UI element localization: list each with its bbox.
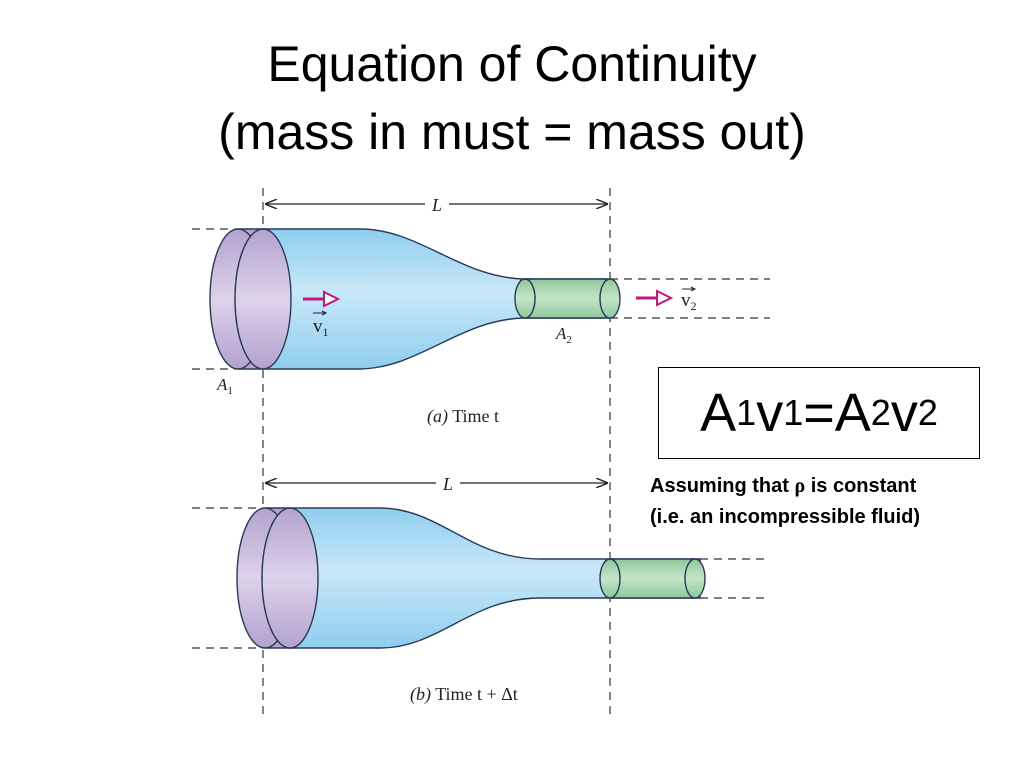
length-label-b: L [442, 474, 453, 494]
note-line-1: Assuming that ρ is constant [650, 475, 917, 497]
velocity-1-label: v1 [313, 316, 329, 339]
equation-sub-3: 2 [870, 392, 891, 433]
title-line-2: (mass in must = mass out) [218, 104, 806, 160]
equation-sub-2: 1 [783, 392, 804, 433]
equation-a1: A [700, 383, 737, 443]
area-a1-disk-front [234, 228, 292, 370]
velocity-arrow-2 [636, 289, 674, 307]
diagram-a: L [192, 194, 770, 427]
equation-sub-1: 1 [736, 392, 757, 433]
area-a1-disk-front-b [261, 507, 319, 649]
assumption-note: Assuming that ρ is constant (i.e. an inc… [650, 471, 1010, 533]
pipe-fluid-b [289, 507, 701, 649]
rho-symbol: ρ [794, 475, 806, 497]
slide-title: Equation of Continuity (mass in must = m… [0, 30, 1024, 166]
caption-a: (a) Time t [427, 406, 499, 427]
equation-v2: v [890, 383, 918, 443]
area-a2-disk-front [599, 278, 621, 319]
equation-sub-4: 2 [917, 392, 938, 433]
equation-v1: v [756, 383, 784, 443]
caption-b: (b) Time t + Δt [410, 684, 518, 705]
velocity-2-label: v2 [681, 290, 697, 313]
note-line-2: (i.e. an incompressible fluid) [650, 506, 921, 528]
area-a1-label: A1 [216, 375, 233, 397]
velocity-arrow-1 [303, 290, 341, 308]
equation-a2: A [834, 383, 871, 443]
equation-equals: = [803, 383, 835, 443]
length-label-a: L [431, 195, 442, 215]
area-a2-disk-front-b [684, 558, 706, 599]
diagram-b: L (b) Time t + Δt [192, 473, 770, 705]
title-line-1: Equation of Continuity [267, 36, 757, 92]
area-a2-label: A2 [555, 324, 572, 346]
